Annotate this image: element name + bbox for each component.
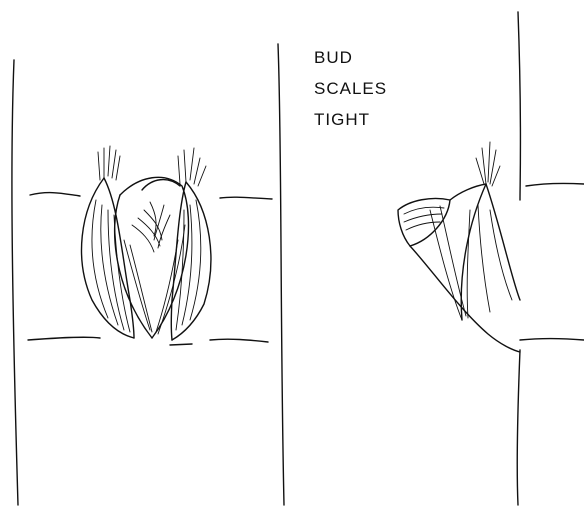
left-lateral-scale: [82, 146, 134, 338]
left-twig-right-edge: [278, 44, 284, 505]
right-lower-node-line: [520, 339, 584, 341]
left-twig-panel: [12, 44, 284, 505]
left-lower-node-line-right: [170, 339, 268, 345]
right-upper-node-line: [526, 183, 584, 186]
left-lower-node-line: [28, 337, 100, 340]
bud-scales-annotation: BUD SCALES TIGHT: [314, 48, 387, 141]
annotation-line-2: SCALES: [314, 79, 387, 110]
left-upper-node-line-right: [220, 197, 272, 199]
annotation-line-1: BUD: [314, 48, 387, 79]
side-view-bud: [398, 142, 520, 352]
left-upper-node-line: [30, 193, 80, 196]
right-twig-left-edge: [518, 12, 521, 200]
left-twig-left-edge: [12, 60, 18, 505]
right-twig-right-edge: [517, 350, 520, 505]
annotation-line-3: TIGHT: [314, 110, 387, 141]
right-twig-panel: [517, 12, 584, 505]
right-lateral-scale: [171, 148, 211, 340]
